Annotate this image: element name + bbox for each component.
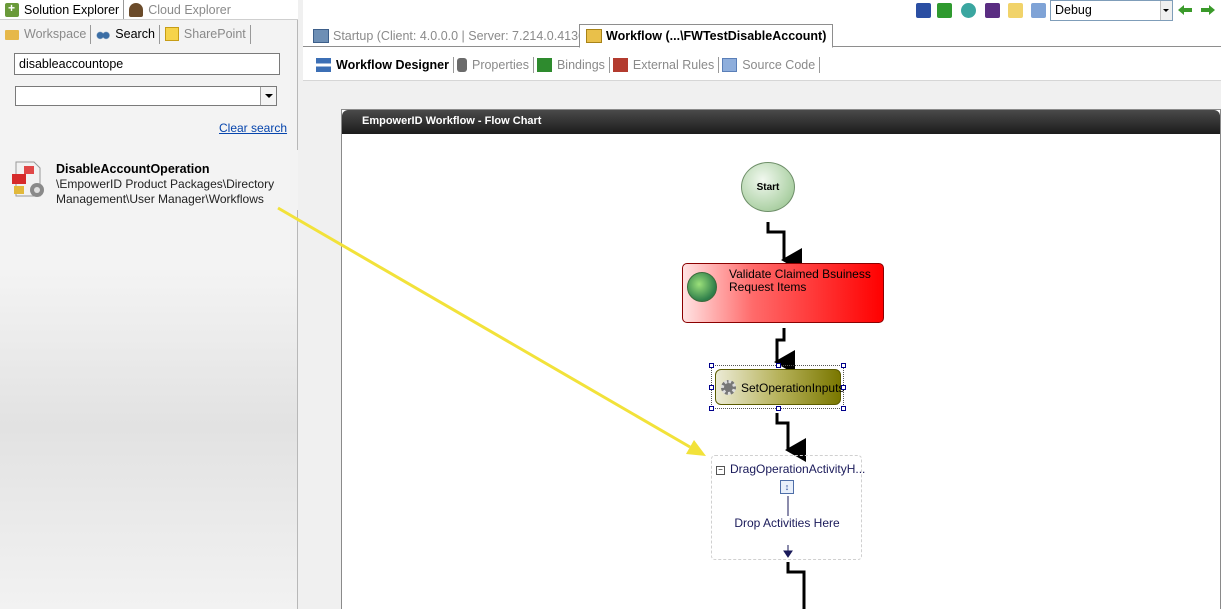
tab-startup[interactable]: Startup (Client: 4.0.0.0 | Server: 7.214… <box>307 24 604 47</box>
resize-handle[interactable] <box>709 363 714 368</box>
check-icon[interactable] <box>937 3 952 18</box>
tab-cloud-explorer[interactable]: Cloud Explorer <box>124 0 235 19</box>
tab-label: Properties <box>471 58 529 72</box>
set-operation-inputs-activity[interactable]: SetOperationInputs <box>709 363 846 411</box>
startup-icon <box>313 28 329 43</box>
result-path: \EmpowerID Product Packages\Directory Ma… <box>56 177 275 206</box>
resize-handle[interactable] <box>709 385 714 390</box>
tab-label: Bindings <box>556 58 605 72</box>
tab-sharepoint[interactable]: SharePoint <box>160 24 251 44</box>
drop-arrow-icon <box>783 545 793 558</box>
cloud-explorer-icon <box>129 2 144 17</box>
resize-handle[interactable] <box>841 363 846 368</box>
collapse-icon[interactable]: − <box>716 466 725 475</box>
filter-dropdown[interactable] <box>15 86 277 106</box>
configuration-value: Debug <box>1055 3 1092 17</box>
result-title: DisableAccountOperation <box>56 162 210 176</box>
visual-studio-icon[interactable] <box>985 3 1000 18</box>
chevron-down-icon[interactable] <box>1160 1 1172 20</box>
drop-activities-hint: Drop Activities Here <box>734 516 840 530</box>
resize-handle[interactable] <box>776 363 781 368</box>
tab-label: Workflow Designer <box>336 58 449 72</box>
workflow-icon <box>586 29 602 43</box>
tab-workflow[interactable]: Workflow (...\FWTestDisableAccount) <box>579 24 834 48</box>
resize-handle[interactable] <box>841 385 846 390</box>
binoculars-icon <box>96 27 111 41</box>
tab-label: Cloud Explorer <box>148 2 231 17</box>
drop-connector <box>787 496 789 516</box>
tab-workflow-designer[interactable]: Workflow Designer <box>313 57 454 73</box>
tab-workspace[interactable]: Workspace <box>0 24 92 44</box>
search-tabs: Workspace Search SharePoint <box>0 24 298 44</box>
activity-label: Validate Claimed Bsuiness Request Items <box>729 267 871 294</box>
designer-tabs: Workflow Designer Properties Bindings Ex… <box>303 54 1221 76</box>
clear-search-link[interactable]: Clear search <box>219 121 288 135</box>
chevron-down-icon[interactable] <box>260 87 276 105</box>
tab-label: SharePoint <box>183 27 246 41</box>
tab-label: Startup (Client: 4.0.0.0 | Server: 7.214… <box>333 28 597 43</box>
folder-icon <box>5 30 19 40</box>
tab-properties[interactable]: Properties <box>454 57 534 73</box>
start-label: Start <box>756 181 780 193</box>
validate-request-activity[interactable]: Validate Claimed Bsuiness Request Items <box>682 263 884 323</box>
database-icon <box>456 58 467 72</box>
tab-external-rules[interactable]: External Rules <box>610 57 720 73</box>
activity-body[interactable]: SetOperationInputs <box>715 369 845 405</box>
solution-explorer-icon <box>5 1 19 17</box>
flow-chart-header: EmpowerID Workflow - Flow Chart <box>342 110 1220 134</box>
search-input[interactable] <box>14 53 280 75</box>
tab-label: Workflow (...\FWTestDisableAccount) <box>606 29 827 43</box>
gear-icon <box>721 380 736 395</box>
tab-label: External Rules <box>632 58 715 72</box>
drop-target-icon: ↕ <box>780 480 794 494</box>
search-result-item[interactable]: DisableAccountOperation \EmpowerID Produ… <box>0 150 298 210</box>
drag-operation-activity[interactable]: − DragOperationActivityH... ↕ Drop Activ… <box>711 455 866 560</box>
flow-chart[interactable]: EmpowerID Workflow - Flow Chart Start Va… <box>341 109 1221 609</box>
explorer-tabs: Solution Explorer Cloud Explorer <box>0 0 298 20</box>
resize-handle[interactable] <box>841 406 846 411</box>
search-panel: Solution Explorer Cloud Explorer Workspa… <box>0 0 298 609</box>
forward-arrow-icon[interactable] <box>1200 4 1216 16</box>
start-node[interactable]: Start <box>741 162 795 212</box>
tab-label: Solution Explorer <box>24 2 120 17</box>
new-item-icon[interactable] <box>1008 3 1023 18</box>
tab-bindings[interactable]: Bindings <box>534 57 610 73</box>
designer-canvas[interactable]: EmpowerID Workflow - Flow Chart Start Va… <box>303 80 1221 609</box>
configuration-dropdown[interactable]: Debug <box>1050 0 1173 21</box>
globe-gear-icon <box>687 272 717 302</box>
resize-handle[interactable] <box>776 406 781 411</box>
tab-solution-explorer[interactable]: Solution Explorer <box>0 0 125 19</box>
tab-search[interactable]: Search <box>91 24 160 44</box>
bindings-icon <box>536 58 552 72</box>
org-chart-icon <box>316 58 331 72</box>
document-tabs: Startup (Client: 4.0.0.0 | Server: 7.214… <box>303 24 1221 48</box>
resize-handle[interactable] <box>709 406 714 411</box>
workflow-document-icon <box>12 161 44 197</box>
rules-icon <box>612 58 628 72</box>
tab-label: Workspace <box>24 27 87 41</box>
workflow-editor: Debug Startup (Client: 4.0.0.0 | Server:… <box>303 0 1221 609</box>
tab-label: Source Code <box>742 58 816 72</box>
activity-label: SetOperationInputs <box>741 381 845 395</box>
back-arrow-icon[interactable] <box>1177 4 1193 16</box>
tab-source-code[interactable]: Source Code <box>719 57 821 73</box>
tab-label: Search <box>115 27 155 41</box>
activity-label: DragOperationActivityH... <box>730 462 866 476</box>
run-icon[interactable] <box>961 3 976 18</box>
sharepoint-icon <box>164 27 179 41</box>
source-code-icon <box>722 58 738 72</box>
save-icon[interactable] <box>916 3 931 18</box>
computer-icon[interactable] <box>1031 3 1046 18</box>
